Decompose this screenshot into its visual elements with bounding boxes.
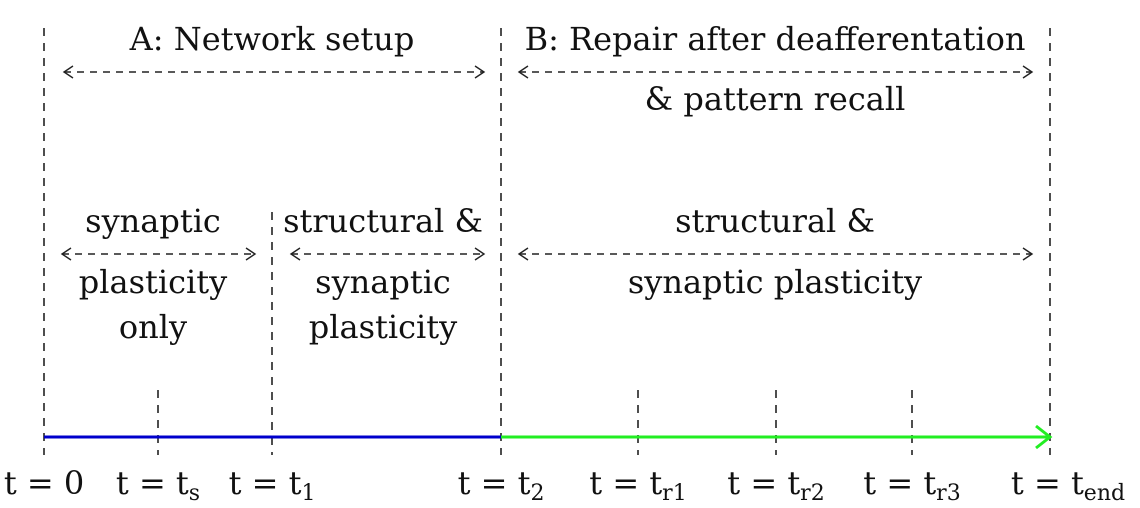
tick-label-tr2: t = tr2: [727, 464, 824, 506]
timeline-arrowhead: [1035, 424, 1053, 450]
subphase-2-line-1: structural &: [283, 202, 483, 240]
subphase-3-span-arrow: [517, 247, 1034, 261]
subphase-1-line-2: plasticity: [79, 263, 227, 301]
subphase-2-line-3: plasticity: [309, 308, 457, 346]
phase-b-label: B: Repair after deafferentation: [525, 20, 1026, 58]
subphase-2-span-arrow: [289, 247, 486, 261]
tick-label-tend: t = tend: [1011, 464, 1125, 506]
tick-label-t0: t = 0: [4, 464, 84, 502]
subphase-1-line-1: synaptic: [85, 202, 221, 240]
tick-label-t2: t = t2: [458, 464, 545, 506]
phase-a-label: A: Network setup: [129, 20, 415, 58]
phase-b-label-line2: & pattern recall: [645, 80, 906, 118]
subphase-3-line-2: synaptic plasticity: [628, 263, 922, 301]
subphase-3-line-1: structural &: [675, 202, 875, 240]
phase-a-span-arrow: [62, 65, 486, 79]
tick-label-tr3: t = tr3: [863, 464, 960, 506]
subphase-2-line-2: synaptic: [315, 263, 451, 301]
tick-label-tr1: t = tr1: [589, 464, 686, 506]
tick-label-t1: t = t1: [229, 464, 316, 506]
phase-b-span-arrow: [517, 65, 1034, 79]
subphase-1-line-3: only: [119, 308, 187, 346]
tick-label-ts: t = ts: [116, 464, 200, 506]
subphase-1-span-arrow: [60, 247, 257, 261]
